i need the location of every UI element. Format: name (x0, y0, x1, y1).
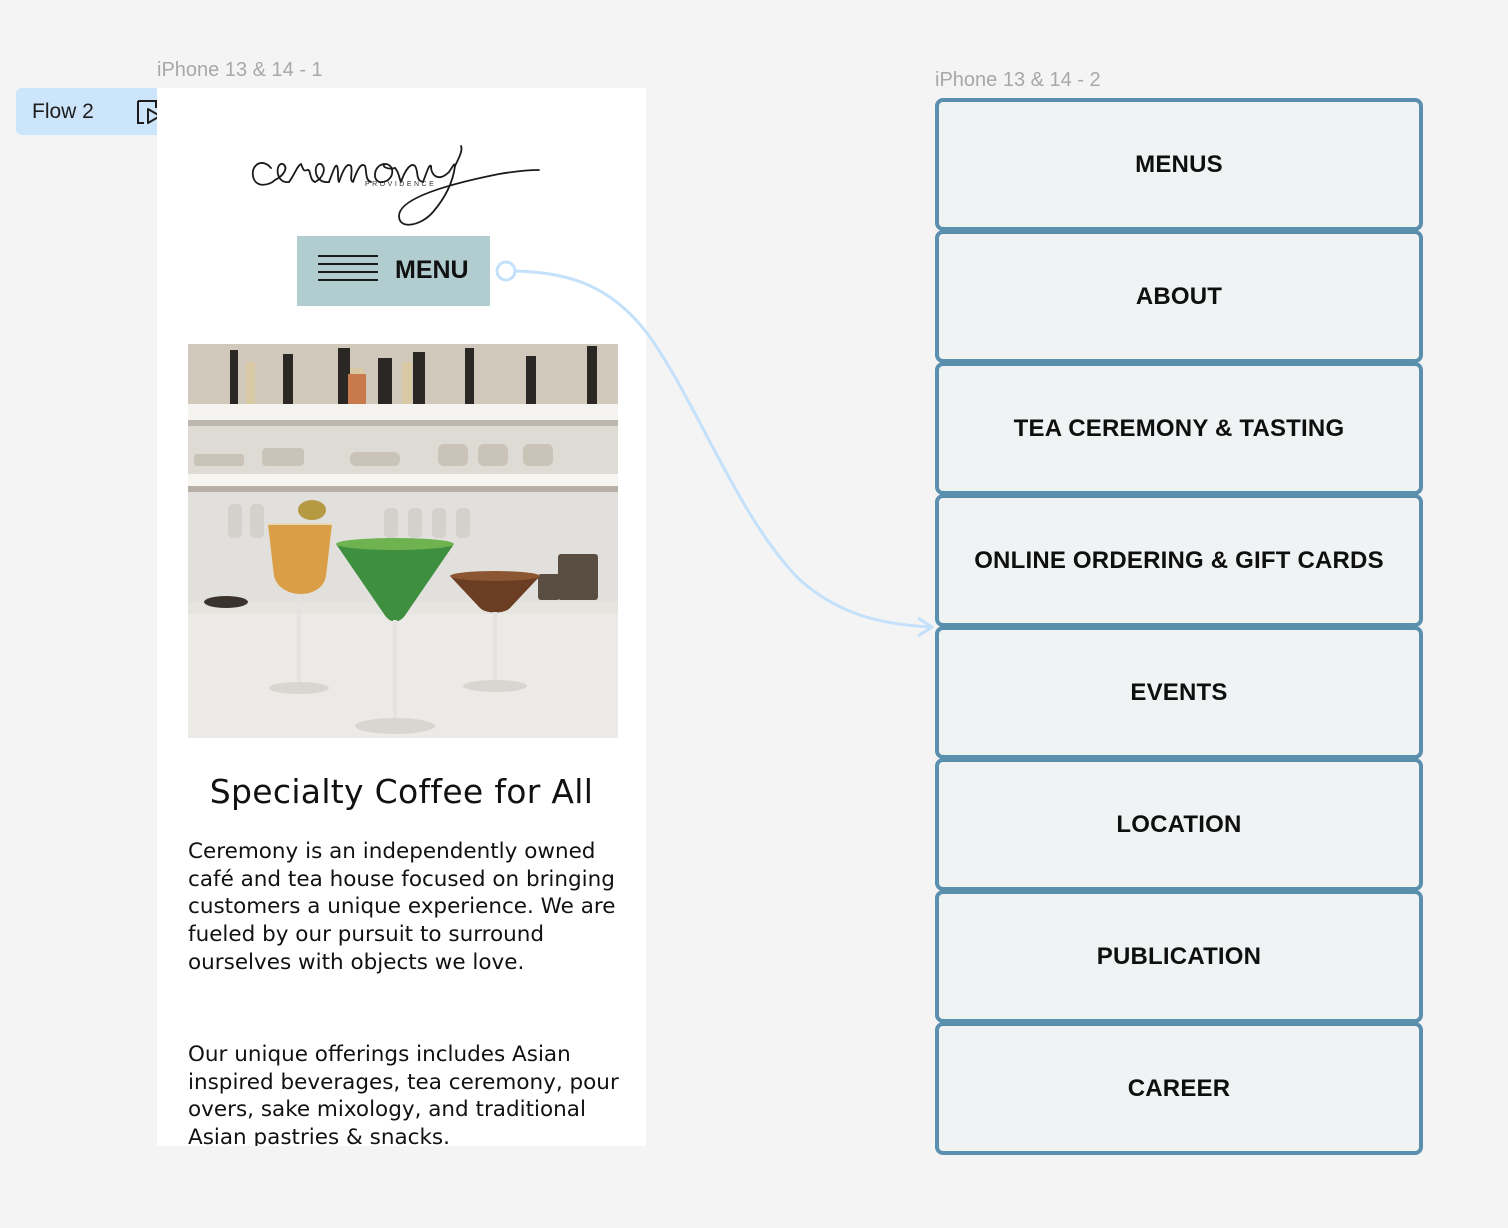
nav-item-publication[interactable]: PUBLICATION (935, 890, 1423, 1023)
menu-button-label: MENU (395, 256, 469, 284)
menu-button[interactable]: MENU (297, 236, 490, 306)
nav-item-tea-ceremony[interactable]: TEA CEREMONY & TASTING (935, 362, 1423, 495)
hero-image (188, 344, 618, 738)
nav-item-about[interactable]: ABOUT (935, 230, 1423, 363)
page-heading: Specialty Coffee for All (209, 772, 594, 811)
phone-frame-menu: MENUS ABOUT TEA CEREMONY & TASTING ONLIN… (935, 98, 1423, 1156)
frame1-label[interactable]: iPhone 13 & 14 - 1 (157, 59, 323, 81)
hamburger-icon (318, 255, 378, 287)
logo-subtext: PROVIDENCE (365, 181, 437, 188)
frame2-label[interactable]: iPhone 13 & 14 - 2 (935, 69, 1101, 91)
nav-item-label: CAREER (1127, 1074, 1231, 1102)
flow-badge[interactable]: Flow 2 (16, 88, 161, 135)
nav-item-label: ONLINE ORDERING & GIFT CARDS (974, 546, 1384, 574)
nav-item-label: PUBLICATION (1096, 942, 1262, 970)
nav-item-label: TEA CEREMONY & TASTING (1013, 414, 1345, 442)
nav-item-label: EVENTS (1130, 678, 1228, 706)
phone-frame-home: PROVIDENCE MENU (157, 88, 646, 1146)
nav-item-label: ABOUT (1135, 282, 1223, 310)
intro-paragraph: Ceremony is an independently owned café … (188, 839, 616, 975)
nav-item-location[interactable]: LOCATION (935, 758, 1423, 891)
nav-item-online-ordering[interactable]: ONLINE ORDERING & GIFT CARDS (935, 494, 1423, 627)
offerings-paragraph: Our unique offerings includes Asian insp… (188, 1042, 619, 1146)
nav-item-label: LOCATION (1116, 810, 1242, 838)
nav-item-career[interactable]: CAREER (935, 1022, 1423, 1155)
ceremony-logo (251, 145, 540, 226)
play-frame-icon[interactable] (135, 98, 163, 126)
nav-item-menus[interactable]: MENUS (935, 98, 1423, 231)
nav-item-events[interactable]: EVENTS (935, 626, 1423, 759)
nav-item-label: MENUS (1135, 150, 1223, 178)
flow-badge-label: Flow 2 (32, 99, 94, 123)
